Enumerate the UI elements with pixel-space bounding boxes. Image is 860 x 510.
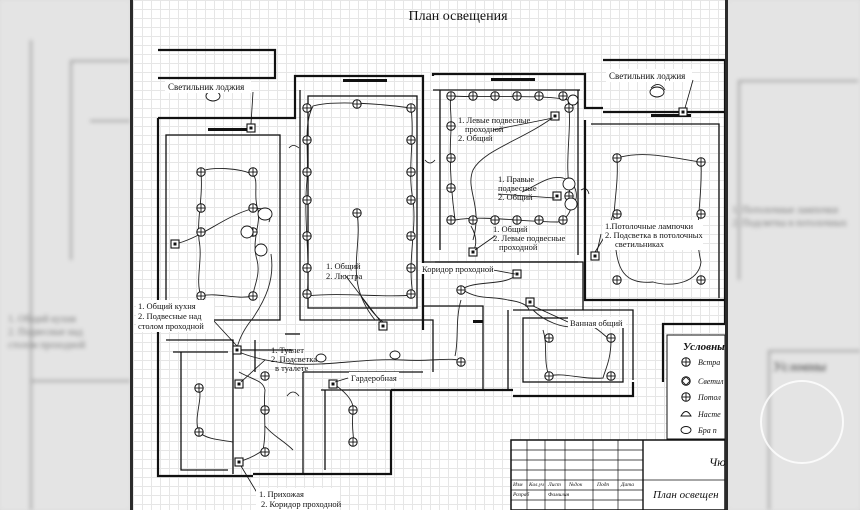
ghost-label: 2. Подсветка в потолочных [732,218,847,229]
inner-walls [165,89,720,474]
blurred-background-left: 1. Общий кухня 2. Подвесные над столом п… [0,0,130,510]
ghost-label: 2. Подвесные над [8,327,83,338]
outer-walls [156,48,725,478]
switches [170,107,688,467]
label-corridor: Коридор проходной [422,264,494,274]
label-bedroom-left-2: проходной [465,124,504,134]
ghost-label: 1. Потолочные лампочки [732,205,839,216]
label-kitchen-1: 1. Общий кухня [138,301,196,311]
window-marks [208,78,691,323]
stamp-code: Чю [709,455,725,469]
label-hall-1: 1. Общий [326,261,361,271]
floor-plan-drawing: План освещения [136,9,725,510]
legend-item: Бра п [697,426,717,435]
legend-item: Встра [698,358,720,367]
ghost-label: столом проходной [8,340,86,351]
drawing-sheet: План освещения [130,0,728,510]
label-toilet-3: в туалете [275,363,308,373]
label-entry-1: 1. Прихожая [259,489,304,499]
stamp-surname: Фамилия [548,492,570,498]
legend: Условны Встра Светил Потол Насте Бра п [666,334,725,440]
label-bedroom-bottom-3: проходной [499,242,538,252]
label-room-right-1: 1.Потолочные лампочки [605,221,693,231]
label-bedroom-bottom-1: 1. Общий [493,224,528,234]
label-balcony-right: Светильник лоджия [609,71,685,81]
label-kitchen-2: 2. Подвесные над [138,311,202,321]
label-toilet-2: 2. Подсветка [271,354,317,364]
title-block: Изм Кол.уч Лист №док Подп Дата Разраб Фа… [510,439,725,510]
legend-item: Светил [698,377,724,386]
label-balcony-left: Светильник лоджия [168,82,244,92]
ghost-legend-title: Условны [773,360,827,375]
stamp-role: Разраб [512,491,530,498]
label-kitchen-3: столом проходной [138,321,204,331]
stamp-header: Дата [620,482,634,488]
label-wardrobe: Гардеробная [351,373,397,383]
stamp-header: Кол.уч [528,482,544,488]
label-toilet-1: 1. Туалет [271,345,304,355]
stamp-header: №док [568,481,583,488]
ghost-label: 1. Общий кухня [8,314,76,325]
label-entry-2: 2. Коридор проходной [261,499,342,509]
label-bedroom-bottom-2: 2. Левые подвесные [493,233,565,243]
stamp-header: Изм [512,482,523,488]
stamp-header: Подп [596,481,609,488]
label-bedroom-left-3: 2. Общий [458,133,493,143]
legend-item: Потол [697,393,721,402]
stamp-name: План освещен [652,489,719,501]
label-bedroom-right-3: 2. Общий [498,192,533,202]
label-bathroom: Ванная общий [570,318,623,328]
label-room-right-2: 2. Подсветка в потолочных [605,230,703,240]
pendant-lights [205,86,665,363]
label-bedroom-right-1: 1. Правые [498,174,534,184]
watermark-logo [760,380,844,464]
label-hall-2: 2. Люстра [326,271,362,281]
legend-title: Условны [683,341,725,353]
plan-title: План освещения [408,9,508,24]
label-bedroom-right-2: подвесные [498,183,537,193]
annotations: Светильник лоджия Светильник лоджия 1. О… [136,69,703,510]
label-bedroom-left-1: 1. Левые подвесные [458,115,530,125]
legend-item: Насте [697,410,721,419]
stamp-header: Лист [547,482,561,488]
leader-lines [212,79,694,497]
label-room-right-3: светильниках [615,239,665,249]
